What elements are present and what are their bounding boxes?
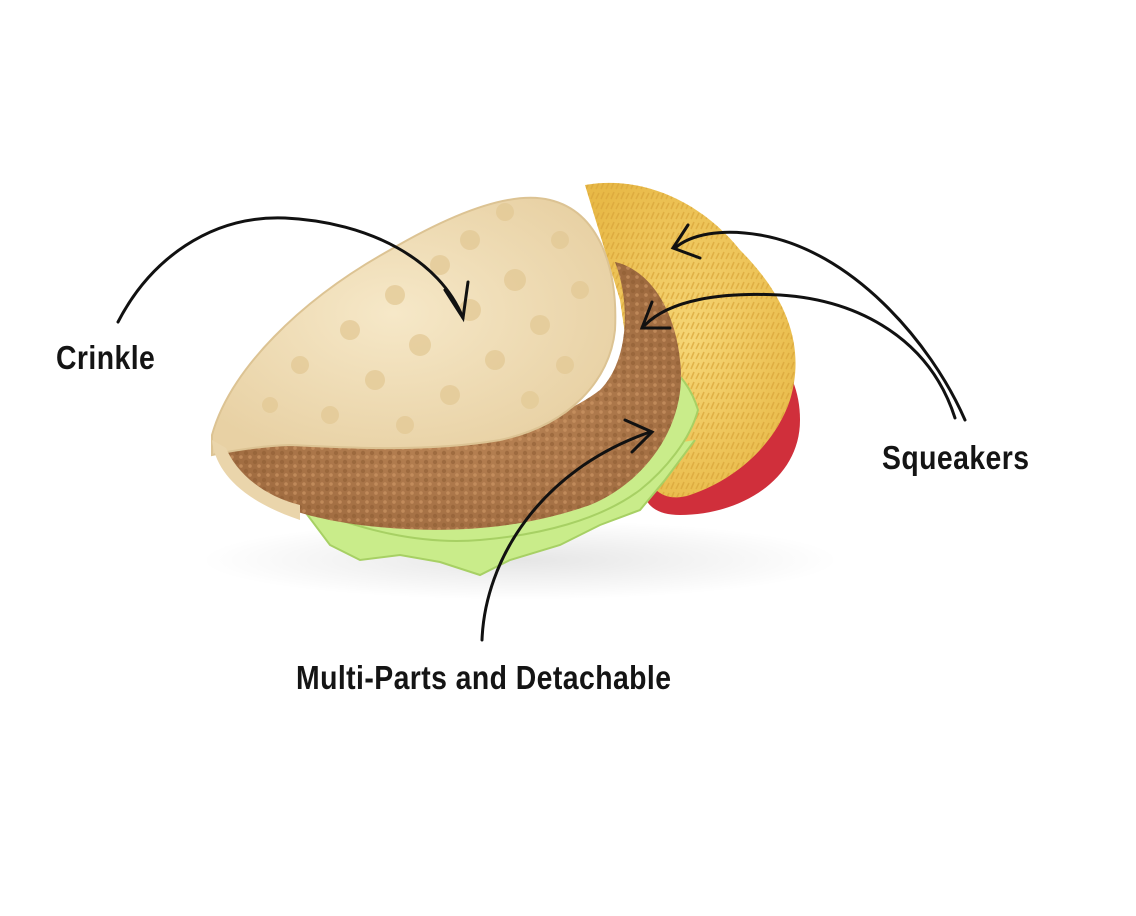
squeaker-arrowhead-top [670, 223, 702, 260]
crinkle-label: Crinkle [56, 339, 156, 376]
squeaker-arrow-top [673, 230, 967, 422]
tortilla-shell [211, 196, 617, 520]
crinkle-arrowhead [443, 280, 470, 323]
crinkle-arrow [116, 216, 465, 324]
multi-parts-arrowhead [623, 418, 655, 454]
squeaker-arrow-bottom [643, 292, 957, 420]
multi-parts-arrow [480, 430, 652, 642]
squeakers-label: Squeakers [882, 439, 1030, 476]
multi-parts-label: Multi-Parts and Detachable [296, 659, 672, 696]
squeaker-arrowhead-bottom [639, 300, 672, 330]
callout-arrows [116, 216, 967, 642]
meat-filling [225, 262, 682, 530]
